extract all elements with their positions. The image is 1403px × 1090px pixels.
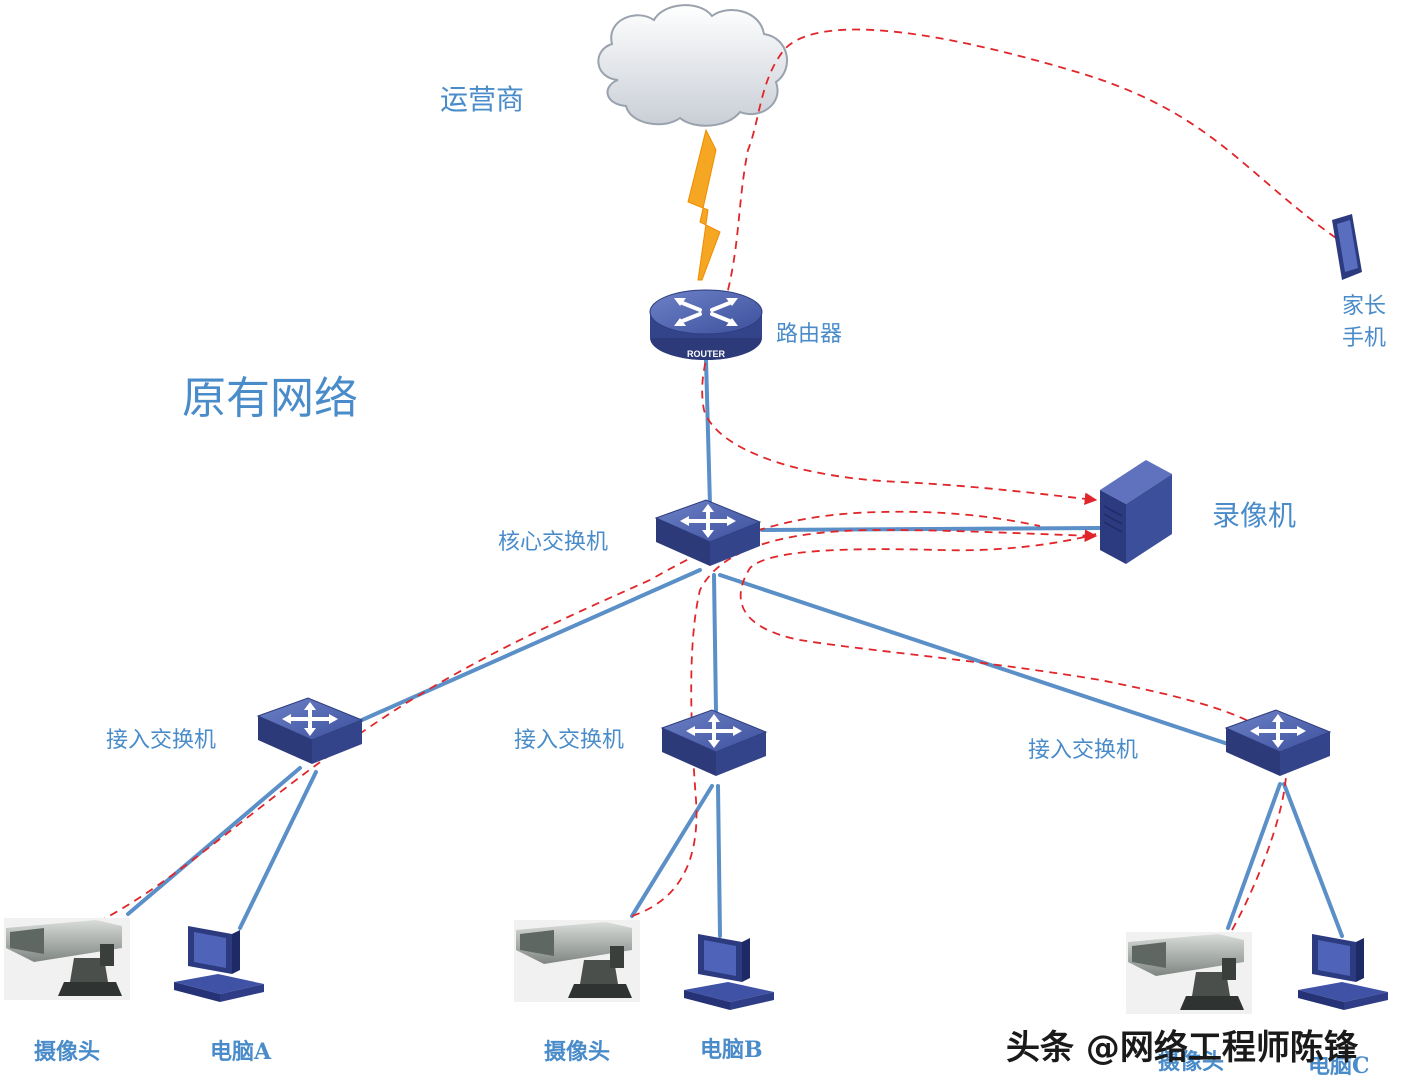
watermark: 头条 @网络工程师陈锋 [1006, 1028, 1358, 1068]
diagram-title: 原有网络 [182, 373, 358, 424]
camera-1-icon [4, 918, 130, 1000]
access-switch-3-label: 接入交换机 [1028, 738, 1139, 763]
link-core-access3 [718, 573, 1230, 746]
recorder-icon [1100, 460, 1172, 564]
core-switch-icon [654, 498, 762, 568]
flow-cam2-to-recorder [631, 529, 1098, 917]
camera-1-label: 摄像头 [34, 1039, 101, 1065]
link-router-core [704, 358, 712, 507]
parent-phone-label-line2: 手机 [1342, 326, 1387, 351]
access-switch-2-label: 接入交换机 [514, 728, 625, 753]
camera-2-icon [514, 920, 640, 1002]
router-badge: ROUTER [687, 349, 726, 359]
link-core-access1 [360, 568, 702, 722]
isp-label: 运营商 [440, 83, 525, 116]
camera-2-label: 摄像头 [544, 1039, 611, 1065]
pc-c-icon [1298, 934, 1388, 1010]
recorder-label: 录像机 [1212, 499, 1297, 532]
pc-b-label: 电脑B [700, 1037, 763, 1063]
camera-3-icon [1126, 932, 1252, 1014]
core-switch-label: 核心交换机 [498, 530, 609, 555]
parent-phone-icon [1332, 214, 1362, 280]
parent-phone-label-line1: 家长 [1342, 294, 1387, 319]
link-access3-camera3 [1226, 782, 1282, 930]
pc-a-label: 电脑A [210, 1039, 272, 1065]
router-label: 路由器 [776, 322, 843, 347]
link-core-recorder [760, 526, 1102, 532]
pc-c-label: 电脑C [1308, 1053, 1370, 1079]
camera-3-label: 摄像头 [1158, 1049, 1225, 1075]
flow-cam3-to-recorder [739, 533, 1288, 931]
pc-b-icon [684, 934, 774, 1010]
link-access1-pca [238, 770, 318, 930]
link-core-access2 [712, 573, 718, 714]
router-icon [649, 289, 763, 360]
link-access2-pcb [716, 784, 722, 938]
access-switch-1-label: 接入交换机 [106, 728, 217, 753]
flow-cam1-to-recorder [97, 510, 1041, 923]
isp-cloud-icon [597, 4, 788, 127]
link-access3-pcc [1282, 782, 1344, 938]
access-switch-1-icon [256, 696, 364, 766]
data-flow-paths [97, 28, 1337, 931]
link-access2-camera2 [630, 784, 714, 918]
link-access1-camera1 [126, 766, 302, 916]
network-links [126, 358, 1344, 938]
pc-a-icon [174, 926, 264, 1002]
access-switch-2-icon [660, 708, 768, 778]
flow-phone-to-router [701, 28, 1337, 506]
wan-link-bolt [687, 128, 721, 281]
access-switch-3-icon [1224, 708, 1332, 778]
